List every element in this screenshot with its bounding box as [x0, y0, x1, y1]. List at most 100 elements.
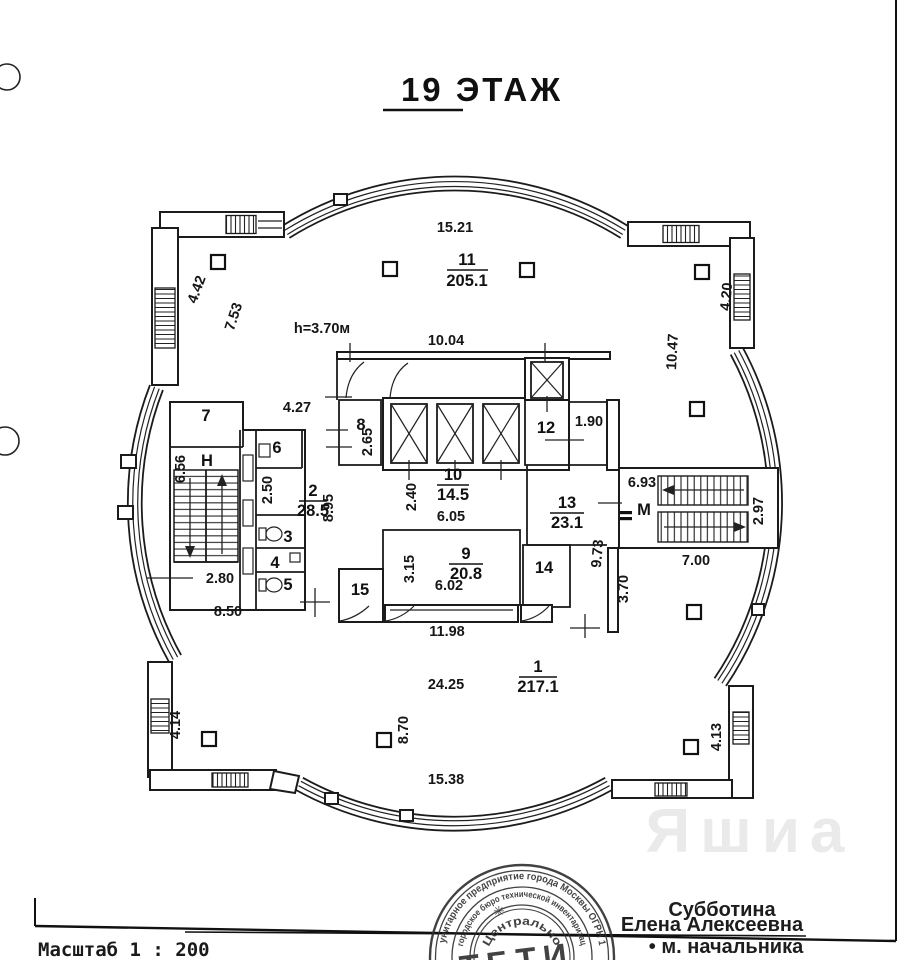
column — [518, 261, 536, 279]
dim-label: 8.70 — [396, 716, 412, 744]
window — [150, 698, 170, 734]
dim-label: 7.00 — [682, 553, 710, 569]
window — [733, 273, 751, 321]
svg-text:2: 2 — [308, 482, 317, 500]
svg-text:13: 13 — [558, 494, 576, 512]
dim-label: 6.02 — [435, 578, 463, 594]
room-label-9: 9 20.8 — [449, 545, 483, 583]
dim-label: 6.93 — [628, 475, 656, 491]
toilet-icon — [258, 577, 283, 593]
dim-label: 15.21 — [437, 220, 473, 236]
room-label-7: 7 — [201, 407, 210, 425]
scale-label: Масштаб 1 : 200 — [38, 939, 210, 960]
stair-right-letter: М — [637, 501, 651, 519]
arc-tick — [117, 505, 134, 520]
dim-label: 2.40 — [404, 483, 420, 511]
room-label-15: 15 — [351, 581, 369, 599]
room-15-walls — [338, 568, 384, 623]
title-block: 19 ЭТАЖ — [383, 71, 563, 112]
room-label-14: 14 — [535, 559, 554, 577]
door-swing — [389, 362, 409, 399]
column — [381, 260, 399, 278]
svg-text:217.1: 217.1 — [517, 678, 558, 696]
dim-label: 9.73 — [589, 539, 607, 569]
window — [154, 287, 176, 349]
room-label-11: 11 205.1 — [446, 251, 488, 290]
room-labels: 7 6 Н 8 12 3 4 5 15 14 М 11 205.1 2 28.5… — [201, 251, 651, 696]
official-stamp: унитарное предприятие города Москвы ОГРН… — [0, 0, 616, 960]
svg-text:14.5: 14.5 — [437, 486, 469, 504]
svg-text:10: 10 — [444, 466, 462, 484]
dim-label: 2.80 — [206, 571, 234, 587]
corner-walls — [147, 211, 755, 799]
room-8-walls — [338, 399, 382, 466]
sheet-frame — [34, 0, 897, 943]
window — [211, 772, 249, 788]
punch-hole — [0, 63, 21, 91]
column — [375, 731, 393, 749]
dimension-labels: 15.21 4.42 7.53 4.20 10.47 h=3.70м 10.04… — [168, 220, 767, 788]
room-label-2: 2 28.5 — [297, 482, 329, 520]
stair-left-letter: Н — [201, 452, 213, 470]
dim-label: 3.15 — [402, 555, 418, 583]
window — [662, 224, 700, 244]
ceiling-height-note: h=3.70м — [294, 321, 350, 337]
toilet-icon — [258, 526, 283, 542]
window — [225, 214, 257, 235]
punch-hole — [0, 426, 20, 456]
dim-label: 3.70 — [616, 575, 632, 603]
dimension-ticks — [147, 343, 622, 638]
signature-surname: Субботина — [668, 899, 776, 921]
signature-name: Елена Алексеевна — [621, 914, 804, 936]
svg-text:23.1: 23.1 — [551, 514, 583, 532]
door-swing — [345, 361, 365, 399]
dim-label: 11.98 — [429, 624, 465, 640]
dim-label: 4.20 — [718, 282, 736, 312]
arc-tick — [399, 809, 414, 822]
elevator-bank — [382, 397, 570, 471]
dim-label: 1.90 — [575, 414, 603, 430]
section-marker-ii — [620, 511, 632, 515]
dim-label: 7.53 — [222, 301, 246, 333]
room-label-13: 13 23.1 — [550, 494, 584, 532]
column — [682, 738, 700, 756]
dim-label: 2.97 — [751, 497, 767, 525]
room-label-10: 10 14.5 — [437, 466, 469, 504]
svg-text:28.5: 28.5 — [297, 502, 329, 520]
svg-text:20.8: 20.8 — [450, 565, 482, 583]
signature-rule — [184, 931, 807, 937]
room-label-12: 12 — [537, 419, 555, 437]
arc-tick — [751, 603, 765, 616]
column — [200, 730, 218, 748]
room-label-1: 1 217.1 — [517, 658, 558, 696]
dim-label: 10.04 — [428, 333, 464, 349]
svg-text:9: 9 — [461, 545, 470, 563]
arc-tick — [333, 193, 348, 206]
dim-label: 15.38 — [428, 772, 464, 788]
dim-label: 4.42 — [185, 274, 210, 306]
watermark-text: Яшиа — [646, 797, 855, 866]
sink-fixture — [289, 552, 301, 563]
core-block — [336, 351, 620, 633]
window — [654, 782, 688, 797]
stair-block-right — [618, 467, 779, 549]
section-marker-ii — [620, 517, 632, 521]
signature-role: • м. начальника — [649, 936, 804, 958]
signature-block: Субботина Елена Алексеевна • м. начальни… — [621, 899, 804, 958]
svg-text:1: 1 — [533, 658, 542, 676]
window — [732, 711, 750, 745]
punch-holes — [0, 63, 21, 456]
dim-label: 4.14 — [168, 711, 184, 739]
dim-label: 8.50 — [214, 604, 242, 620]
room-label-5: 5 — [283, 576, 292, 594]
stair-block-left — [169, 401, 306, 611]
door-swing — [521, 605, 550, 622]
dim-label: 6.05 — [437, 509, 465, 525]
page-title: 19 ЭТАЖ — [401, 71, 563, 108]
dim-label: 6.56 — [173, 455, 189, 483]
dim-label: 24.25 — [428, 677, 464, 693]
arc-tick — [120, 454, 137, 469]
column — [688, 400, 706, 418]
sink-fixture — [258, 443, 271, 458]
